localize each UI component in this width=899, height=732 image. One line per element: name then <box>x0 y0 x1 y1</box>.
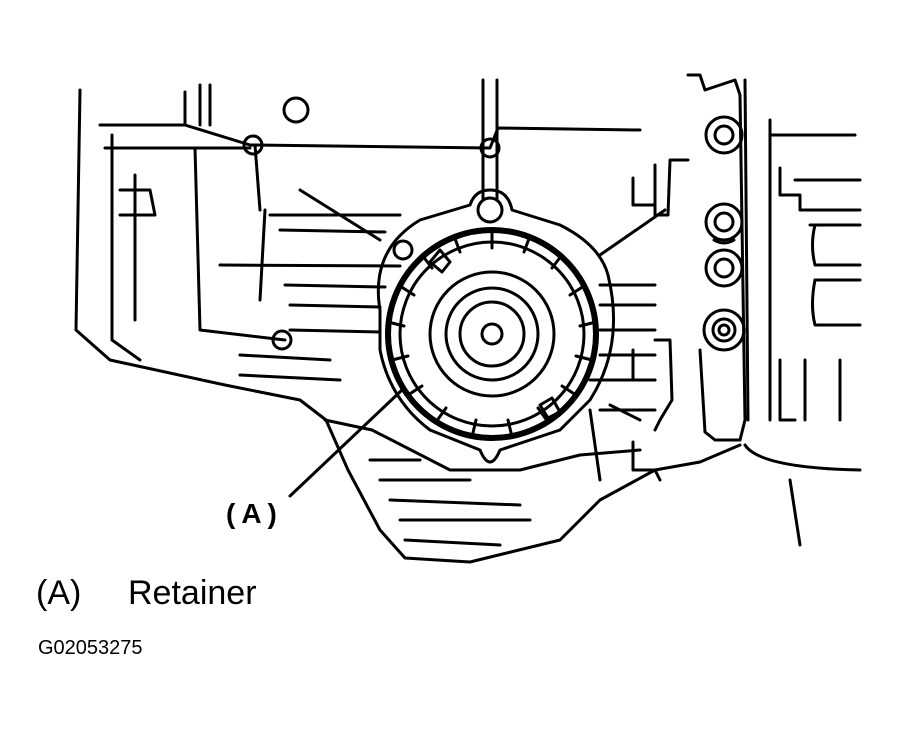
legend-text: Retainer <box>128 574 257 612</box>
callout-label-a: (A) <box>226 498 283 529</box>
case-pipes <box>118 78 499 217</box>
legend: (A) Retainer <box>36 574 257 613</box>
valve-body <box>631 73 747 482</box>
figure-id: G02053275 <box>38 637 143 659</box>
retainer-ring <box>385 227 599 441</box>
legend-key: (A) <box>36 574 82 612</box>
case-outline <box>74 88 742 564</box>
callout-leader <box>288 388 404 498</box>
retainer-hub <box>428 270 556 398</box>
right-components <box>743 78 862 547</box>
retainer-flange <box>376 188 616 464</box>
